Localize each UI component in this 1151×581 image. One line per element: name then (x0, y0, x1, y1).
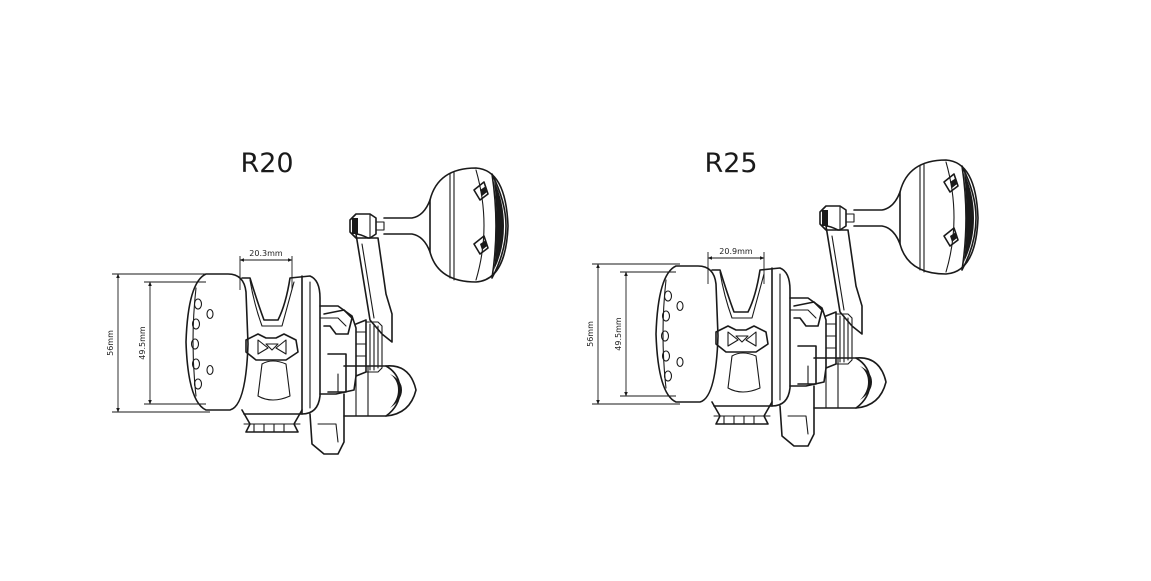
inner-height-dimension-r25: 49.5mm (614, 271, 676, 397)
outer-height-dimension-r25: 56mm (586, 263, 680, 405)
inner-height-label-r25: 49.5mm (614, 317, 623, 351)
width-label-r20: 20.3mm (249, 249, 283, 258)
width-dimension-r25: 20.9mm (707, 247, 765, 284)
inner-height-label-r20: 49.5mm (138, 326, 147, 360)
diagram-r25: R25 20.9mm 56mm 49.5mm (586, 148, 979, 447)
outer-height-dimension-r20: 56mm (106, 273, 210, 413)
width-label-r25: 20.9mm (719, 247, 753, 256)
outer-height-label-r25: 56mm (586, 321, 595, 347)
model-title-r25: R25 (704, 148, 757, 179)
reel-drawing-r20 (185, 167, 509, 455)
reel-drawing-r25 (655, 159, 979, 447)
width-dimension-r20: 20.3mm (239, 249, 293, 290)
model-title-r20: R20 (240, 148, 293, 179)
diagram-r20: R20 20.3mm 56mm 49.5mm (106, 148, 509, 455)
outer-height-label-r20: 56mm (106, 330, 115, 356)
inner-height-dimension-r20: 49.5mm (138, 281, 206, 405)
